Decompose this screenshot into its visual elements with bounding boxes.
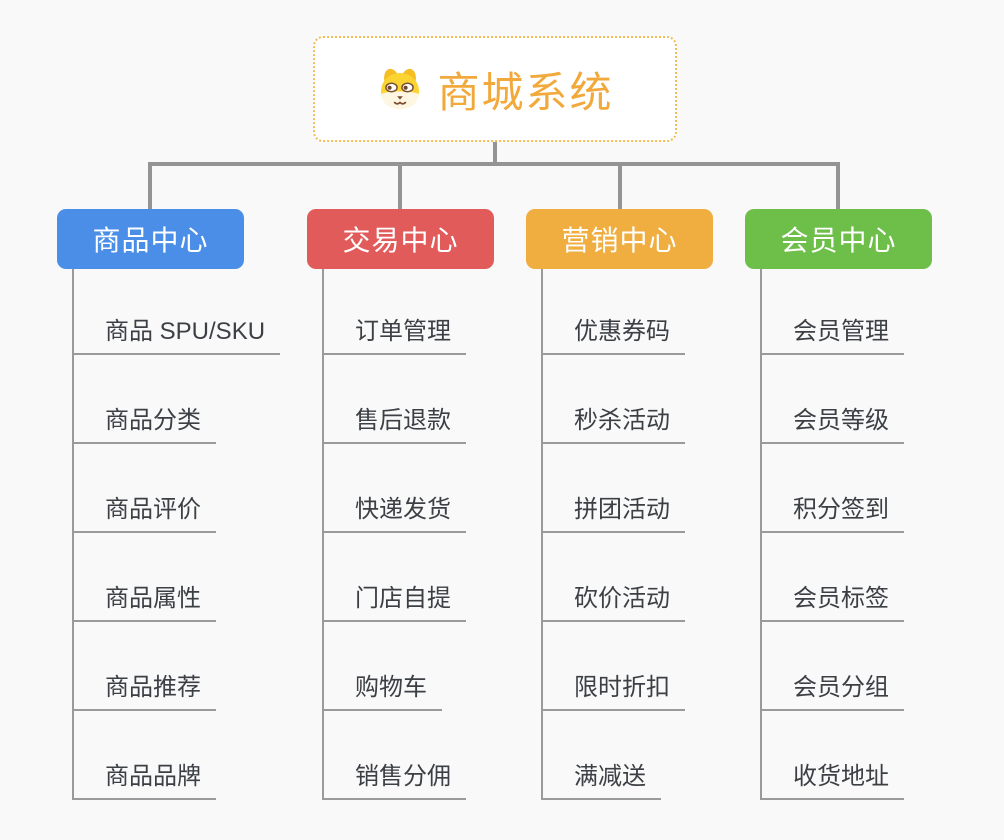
leaf-topic[interactable]: 售后退款 [322,355,466,444]
branch-label: 交易中心 [342,225,459,256]
leaf-topic[interactable]: 砍价活动 [541,533,685,622]
leaf-label: 会员等级 [793,407,889,435]
branch-marketing-center: 营销中心 优惠券码 秒杀活动 拼团活动 砍价活动 限时折扣 满减送 [526,209,713,800]
leaf-list: 优惠券码 秒杀活动 拼团活动 砍价活动 限时折扣 满减送 [541,266,685,800]
leaf-topic[interactable]: 销售分佣 [322,711,466,800]
leaf-topic[interactable]: 商品属性 [72,533,216,622]
leaf-label: 会员管理 [793,318,889,346]
leaf-label: 收货地址 [793,763,889,791]
leaf-topic[interactable]: 会员标签 [760,533,904,622]
leaf-label: 门店自提 [355,585,451,613]
branch-label: 会员中心 [780,225,897,256]
branch-label: 营销中心 [561,225,678,256]
leaf-label: 商品 SPU/SKU [105,318,266,346]
branch-trunk-line [72,269,74,800]
branch-trade-center: 交易中心 订单管理 售后退款 快递发货 门店自提 购物车 销售分佣 [307,209,494,800]
leaf-topic[interactable]: 商品 SPU/SKU [72,266,281,355]
leaf-topic[interactable]: 会员等级 [760,355,904,444]
leaf-topic[interactable]: 订单管理 [322,266,466,355]
leaf-label: 会员标签 [793,585,889,613]
leaf-topic[interactable]: 会员管理 [760,266,904,355]
leaf-list: 订单管理 售后退款 快递发货 门店自提 购物车 销售分佣 [322,266,466,800]
leaf-label: 商品评价 [105,496,201,524]
leaf-topic[interactable]: 商品分类 [72,355,216,444]
branch-member-center: 会员中心 会员管理 会员等级 积分签到 会员标签 会员分组 收货地址 [745,209,932,800]
leaf-topic[interactable]: 商品推荐 [72,622,216,711]
branch-node-member-center[interactable]: 会员中心 [745,209,932,269]
leaf-topic[interactable]: 积分签到 [760,444,904,533]
dog-face-icon [376,66,424,112]
branch-node-trade-center[interactable]: 交易中心 [307,209,494,269]
leaf-label: 商品品牌 [105,763,201,791]
branch-node-product-center[interactable]: 商品中心 [57,209,244,269]
leaf-topic[interactable]: 优惠券码 [541,266,685,355]
root-topic[interactable]: 商城系统 [313,36,677,142]
root-topic-label: 商城系统 [437,68,614,116]
leaf-topic[interactable]: 收货地址 [760,711,904,800]
leaf-label: 秒杀活动 [574,407,670,435]
leaf-label: 商品推荐 [105,674,201,702]
leaf-label: 订单管理 [355,318,451,346]
leaf-label: 购物车 [355,674,427,702]
leaf-topic[interactable]: 商品评价 [72,444,216,533]
leaf-list: 商品 SPU/SKU 商品分类 商品评价 商品属性 商品推荐 商品品牌 [72,266,281,800]
leaf-label: 售后退款 [355,407,451,435]
leaf-label: 销售分佣 [355,763,451,791]
leaf-list: 会员管理 会员等级 积分签到 会员标签 会员分组 收货地址 [760,266,904,800]
branch-label: 商品中心 [92,225,209,256]
leaf-label: 满减送 [574,763,646,791]
leaf-topic[interactable]: 快递发货 [322,444,466,533]
leaf-label: 商品分类 [105,407,201,435]
leaf-label: 限时折扣 [574,674,670,702]
leaf-label: 积分签到 [793,496,889,524]
branch-product-center: 商品中心 商品 SPU/SKU 商品分类 商品评价 商品属性 商品推荐 商品品牌 [57,209,281,800]
leaf-label: 砍价活动 [574,585,670,613]
leaf-label: 拼团活动 [574,496,670,524]
branch-trunk-line [322,269,324,800]
branch-trunk-line [760,269,762,800]
leaf-label: 商品属性 [105,585,201,613]
leaf-topic[interactable]: 会员分组 [760,622,904,711]
leaf-topic[interactable]: 商品品牌 [72,711,216,800]
leaf-topic[interactable]: 秒杀活动 [541,355,685,444]
branch-trunk-line [541,269,543,800]
leaf-label: 快递发货 [355,496,451,524]
leaf-topic[interactable]: 门店自提 [322,533,466,622]
leaf-topic[interactable]: 拼团活动 [541,444,685,533]
leaf-topic[interactable]: 限时折扣 [541,622,685,711]
branch-node-marketing-center[interactable]: 营销中心 [526,209,713,269]
leaf-topic[interactable]: 购物车 [322,622,442,711]
leaf-label: 优惠券码 [574,318,670,346]
leaf-topic[interactable]: 满减送 [541,711,661,800]
leaf-label: 会员分组 [793,674,889,702]
